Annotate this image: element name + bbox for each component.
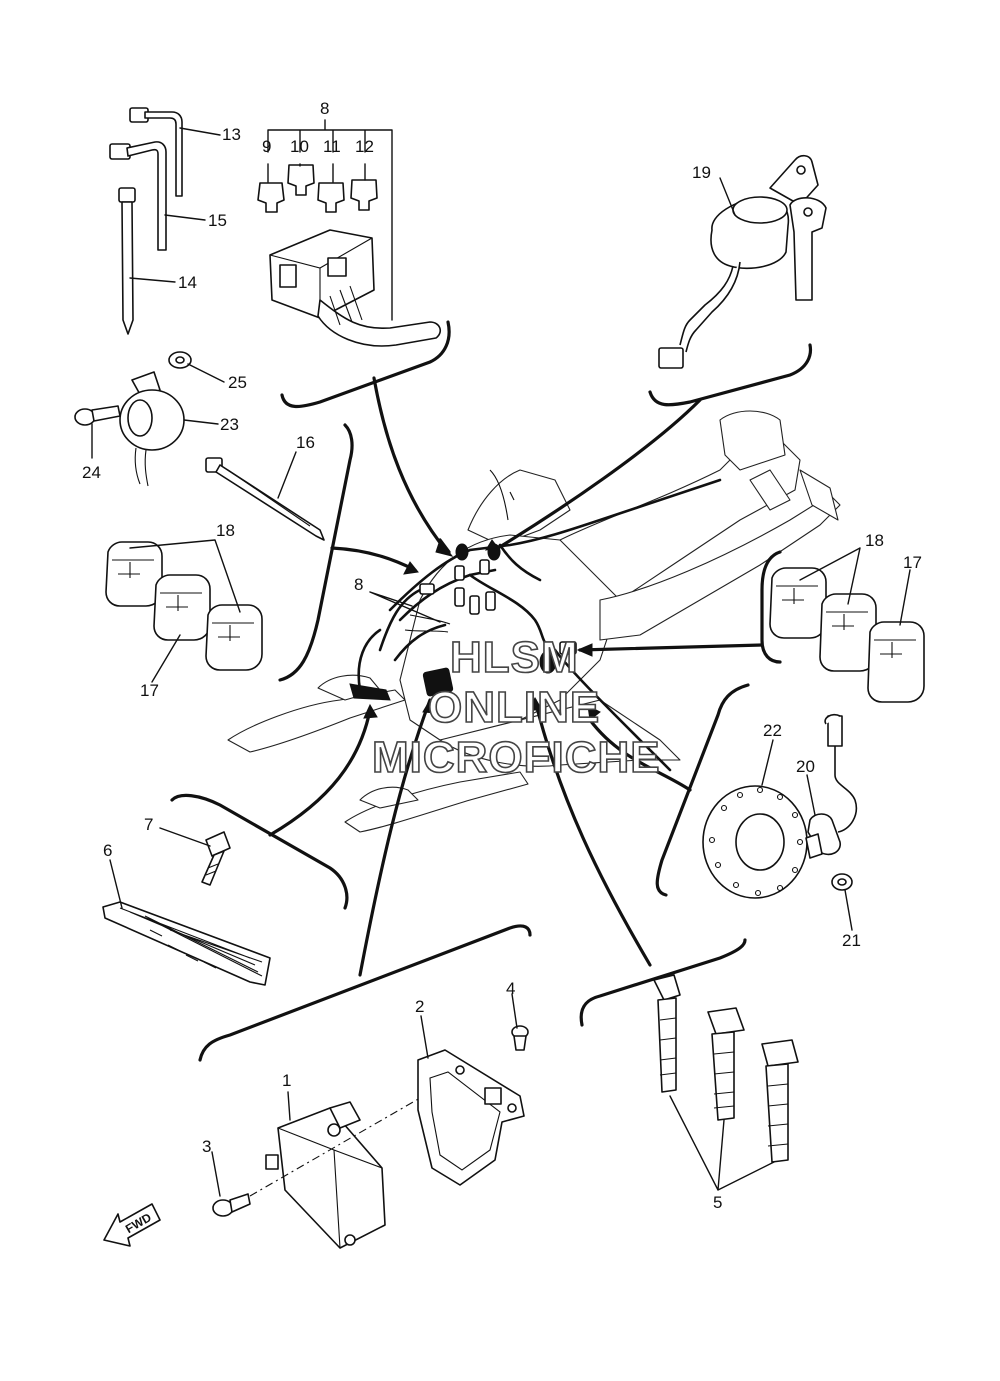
watermark-line-1: HLSM: [450, 633, 579, 682]
bolt-24: [74, 405, 121, 426]
callout-17-right: 17: [903, 553, 922, 572]
group-brackets: [170, 320, 813, 1062]
watermark-line-3: MICROFICHE: [372, 733, 661, 782]
callout-10: 10: [290, 137, 309, 156]
sensor-23: [119, 371, 185, 487]
callout-20: 20: [796, 757, 815, 776]
callout-5: 5: [713, 1193, 722, 1212]
callout-16: 16: [296, 433, 315, 452]
callout-2: 2: [415, 997, 424, 1016]
assembly-centerline: [249, 1097, 421, 1197]
coil-18-right-a: [769, 567, 827, 639]
callout-23: 23: [220, 415, 239, 434]
bolt-3: [212, 1193, 251, 1217]
fuse-box: [269, 229, 442, 347]
bolt-7: [201, 831, 231, 886]
plug-cap-5b: [707, 1007, 745, 1121]
cable-tie-16: [205, 457, 325, 541]
callout-12: 12: [355, 137, 374, 156]
cable-tie-14: [118, 187, 136, 335]
coil-18-left-b: [205, 604, 263, 671]
callout-25: 25: [228, 373, 247, 392]
callout-6: 6: [103, 841, 112, 860]
cdi-unit-1: [265, 1101, 386, 1249]
callout-numbers: 8 9 10 11 12 13 15 14 19 25 23 24 16 18 …: [82, 99, 922, 1212]
callout-1: 1: [282, 1071, 291, 1090]
coil-18-left-a: [105, 541, 163, 607]
bolt-4: [511, 1025, 529, 1051]
callout-13: 13: [222, 125, 241, 144]
callout-9: 9: [262, 137, 271, 156]
coil-17-left: [153, 574, 211, 641]
callout-19: 19: [692, 163, 711, 182]
callout-15: 15: [208, 211, 227, 230]
forward-direction-icon: FWD: [103, 1203, 161, 1247]
coil-17-right: [867, 621, 925, 703]
cable-tie-15: [109, 141, 167, 251]
callout-22: 22: [763, 721, 782, 740]
nut-25: [168, 351, 192, 369]
callout-18-right: 18: [865, 531, 884, 550]
callout-21: 21: [842, 931, 861, 950]
callout-8-mid: 8: [354, 575, 363, 594]
callout-3: 3: [202, 1137, 211, 1156]
fuse-12: [350, 179, 378, 211]
callout-11: 11: [323, 137, 341, 156]
pickup-sensor-20: [805, 713, 857, 859]
fuse-9: [257, 182, 285, 213]
watermark: HLSM ONLINE MICROFICHE: [371, 632, 661, 783]
fuse-10: [287, 164, 315, 196]
snowmobile-body: [227, 410, 841, 833]
rectifier-regulator-6: [102, 901, 271, 986]
callout-17-left: 17: [140, 681, 159, 700]
callout-14: 14: [178, 273, 197, 292]
callout-8-top: 8: [320, 99, 329, 118]
fuse-11: [317, 182, 345, 213]
plug-cap-5a: [653, 974, 681, 1093]
callout-18-left: 18: [216, 521, 235, 540]
callout-7: 7: [144, 815, 153, 834]
main-switch-19: [658, 154, 827, 369]
plug-cap-5c: [761, 1039, 799, 1163]
trigger-rotor-22: [702, 785, 808, 899]
watermark-line-2: ONLINE: [428, 683, 600, 732]
cable-tie-13: [129, 107, 183, 197]
callout-24: 24: [82, 463, 101, 482]
callout-4: 4: [506, 979, 515, 998]
coil-18-right-b: [819, 593, 877, 672]
bracket-2: [417, 1049, 525, 1186]
nut-21: [831, 873, 853, 891]
callout-leaders: [91, 119, 911, 1197]
